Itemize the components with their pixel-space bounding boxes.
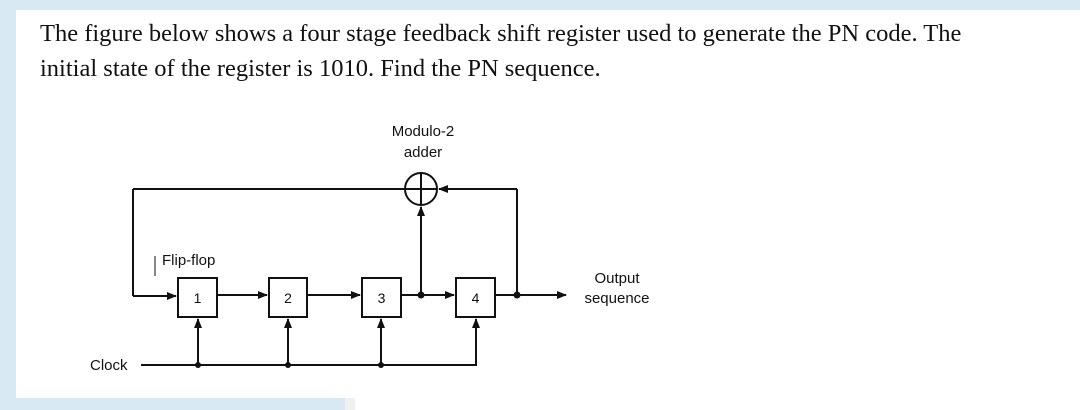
question-line-1: The figure below shows a four stage feed… [40, 20, 962, 47]
page-frame-left [0, 0, 16, 410]
question-line-2: initial state of the register is 1010. F… [40, 55, 601, 82]
question-text: The figure below shows a four stage feed… [40, 16, 1070, 86]
page-frame-top [0, 0, 1080, 10]
question-panel: The figure below shows a four stage feed… [28, 10, 1080, 398]
page-frame-bottom [0, 398, 345, 410]
page-frame-scroll-edge [345, 398, 355, 410]
